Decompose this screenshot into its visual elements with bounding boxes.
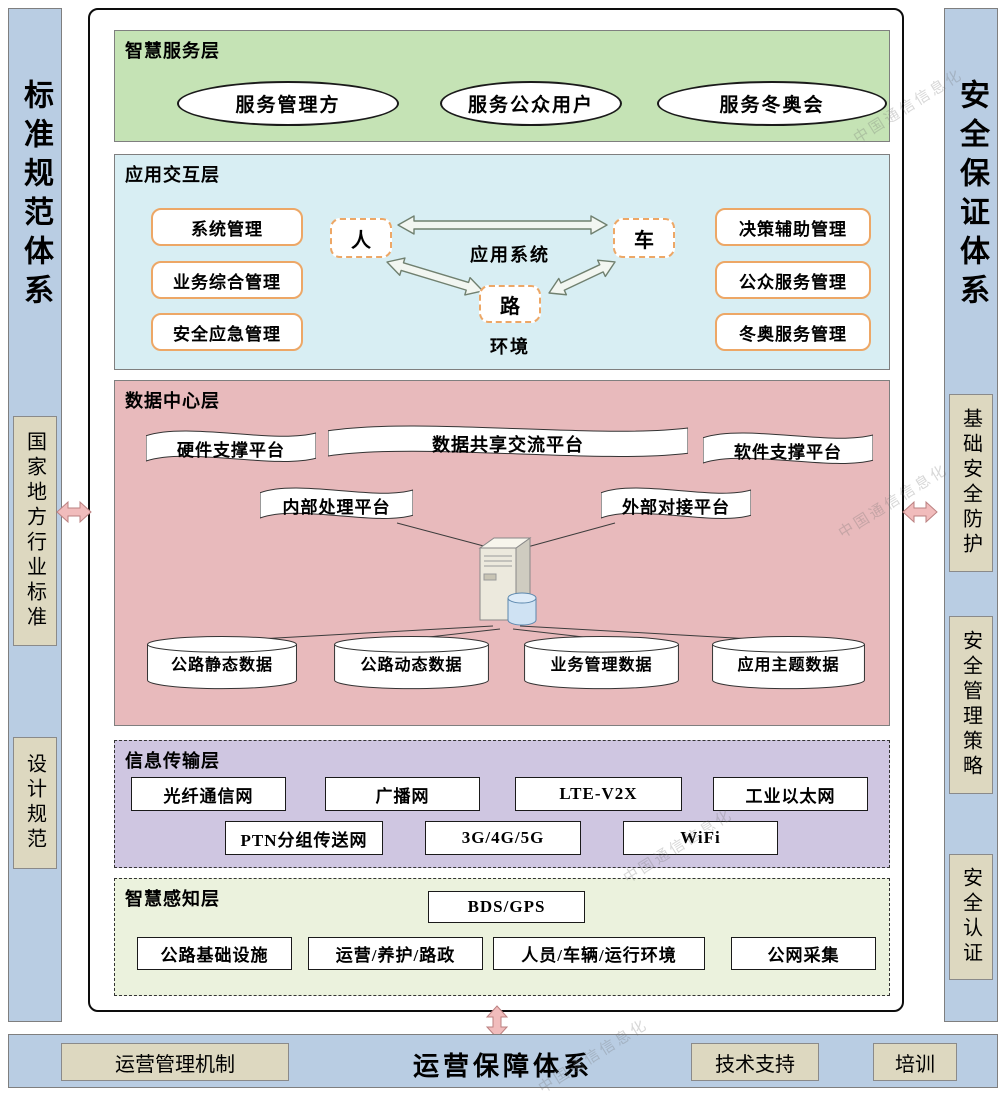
external-interface-platform-banner: 外部对接平台 — [601, 483, 751, 525]
training-box: 培训 — [873, 1043, 957, 1081]
fiber-network-box: 光纤通信网 — [131, 777, 286, 811]
business-management-data-cylinder: 业务管理数据 — [523, 635, 680, 691]
smart-perception-layer: 智慧感知层 BDS/GPS 公路基础设施 运营/养护/路政 人员/车辆/运行环境… — [114, 878, 890, 996]
decision-support-management-box: 决策辅助管理 — [715, 208, 871, 246]
external-interface-platform-label: 外部对接平台 — [622, 498, 730, 517]
data-sharing-exchange-platform-banner: 数据共享交流平台 — [328, 421, 688, 463]
lte-v2x-box: LTE-V2X — [515, 777, 682, 811]
cylinder-shape — [333, 635, 490, 691]
bds-gps-box: BDS/GPS — [428, 891, 585, 923]
design-specification-box: 设计规范 — [13, 737, 57, 869]
security-certification-box: 安全认证 — [949, 854, 993, 980]
cylinder-shape — [146, 635, 298, 691]
wifi-box: WiFi — [623, 821, 778, 855]
environment-label: 环境 — [490, 337, 530, 357]
road-infrastructure-box: 公路基础设施 — [137, 937, 292, 970]
operation-support-title: 运营保障体系 — [412, 1052, 593, 1081]
security-assurance-title: 安全保证体系 — [955, 79, 988, 313]
wave-shape — [146, 426, 316, 468]
smart-service-layer-label: 智慧服务层 — [125, 41, 220, 61]
wave-shape — [260, 483, 413, 525]
serve-public-users-ellipse: 服务公众用户 — [440, 81, 622, 126]
public-network-collection-box: 公网采集 — [731, 937, 876, 970]
operation-support-panel: 运营保障体系 运营管理机制 技术支持 培训 — [8, 1034, 998, 1088]
internal-processing-platform-label: 内部处理平台 — [282, 498, 391, 517]
software-support-platform-label: 软件支撑平台 — [734, 443, 842, 462]
personnel-vehicle-environment-box: 人员/车辆/运行环境 — [493, 937, 705, 970]
cylinder-shape — [523, 635, 680, 691]
smart-perception-layer-label: 智慧感知层 — [125, 889, 220, 909]
smart-service-layer: 智慧服务层 服务管理方 服务公众用户 服务冬奥会 — [114, 30, 890, 142]
cylinder-shape — [711, 635, 866, 691]
information-transmission-layer: 信息传输层 光纤通信网 广播网 LTE-V2X 工业以太网 PTN分组传送网 3… — [114, 740, 890, 868]
road-node: 路 — [479, 285, 541, 323]
security-management-strategy-label: 安全管理策略 — [959, 630, 982, 780]
serve-managers-ellipse: 服务管理方 — [177, 81, 399, 126]
road-dynamic-data-cylinder: 公路动态数据 — [333, 635, 490, 691]
basic-security-protection-box: 基础安全防护 — [949, 394, 993, 572]
information-transmission-layer-label: 信息传输层 — [125, 751, 220, 771]
data-sharing-exchange-platform-label: 数据共享交流平台 — [432, 434, 584, 455]
standards-system-title: 标准规范体系 — [19, 79, 52, 313]
hardware-support-platform-banner: 硬件支撑平台 — [146, 426, 316, 468]
application-theme-data-label: 应用主题数据 — [737, 657, 840, 674]
data-center-layer: 数据中心层 硬件支撑平台 — [114, 380, 890, 726]
wave-shape — [328, 421, 688, 463]
software-support-platform-banner: 软件支撑平台 — [703, 428, 873, 470]
person-node: 人 — [330, 218, 392, 258]
national-local-industry-standards-label: 国家地方行业标准 — [23, 431, 46, 631]
security-management-strategy-box: 安全管理策略 — [949, 616, 993, 794]
application-system-label: 应用系统 — [470, 245, 550, 265]
wave-shape — [703, 428, 873, 470]
broadcast-network-box: 广播网 — [325, 777, 480, 811]
right-double-arrow — [902, 500, 938, 524]
road-static-data-label: 公路静态数据 — [170, 657, 273, 674]
business-management-data-label: 业务管理数据 — [550, 657, 653, 674]
architecture-main-frame: 智慧服务层 服务管理方 服务公众用户 服务冬奥会 应用交互层 系统管理 — [88, 8, 904, 1012]
road-dynamic-data-label: 公路动态数据 — [360, 657, 463, 674]
cellular-network-box: 3G/4G/5G — [425, 821, 581, 855]
technical-support-box: 技术支持 — [691, 1043, 819, 1081]
internal-processing-platform-banner: 内部处理平台 — [260, 483, 413, 525]
system-management-box: 系统管理 — [151, 208, 303, 246]
security-certification-label: 安全认证 — [959, 867, 982, 967]
industrial-ethernet-box: 工业以太网 — [713, 777, 868, 811]
public-service-management-box: 公众服务管理 — [715, 261, 871, 299]
application-interaction-layer: 应用交互层 系统管理 业务综合管理 安全应急管理 决策辅助管理 公众服务管理 冬… — [114, 154, 890, 370]
safety-emergency-management-box: 安全应急管理 — [151, 313, 303, 351]
application-theme-data-cylinder: 应用主题数据 — [711, 635, 866, 691]
operation-management-mechanism-box: 运营管理机制 — [61, 1043, 289, 1081]
application-interaction-layer-label: 应用交互层 — [125, 165, 220, 185]
wave-shape — [601, 483, 751, 525]
ptn-network-box: PTN分组传送网 — [225, 821, 383, 855]
vehicle-node: 车 — [613, 218, 675, 258]
security-assurance-panel: 安全保证体系 基础安全防护 安全管理策略 安全认证 — [944, 8, 998, 1022]
design-specification-label: 设计规范 — [23, 753, 46, 853]
server-icon — [478, 537, 537, 626]
standards-system-panel: 标准规范体系 国家地方行业标准 设计规范 — [8, 8, 62, 1022]
data-center-layer-label: 数据中心层 — [125, 391, 220, 411]
hardware-support-platform-label: 硬件支撑平台 — [177, 441, 285, 460]
winter-olympics-service-management-box: 冬奥服务管理 — [715, 313, 871, 351]
national-local-industry-standards-box: 国家地方行业标准 — [13, 416, 57, 646]
serve-winter-olympics-ellipse: 服务冬奥会 — [657, 81, 887, 126]
basic-security-protection-label: 基础安全防护 — [959, 408, 982, 558]
operation-maintenance-administration-box: 运营/养护/路政 — [308, 937, 483, 970]
road-static-data-cylinder: 公路静态数据 — [146, 635, 298, 691]
business-comprehensive-management-box: 业务综合管理 — [151, 261, 303, 299]
